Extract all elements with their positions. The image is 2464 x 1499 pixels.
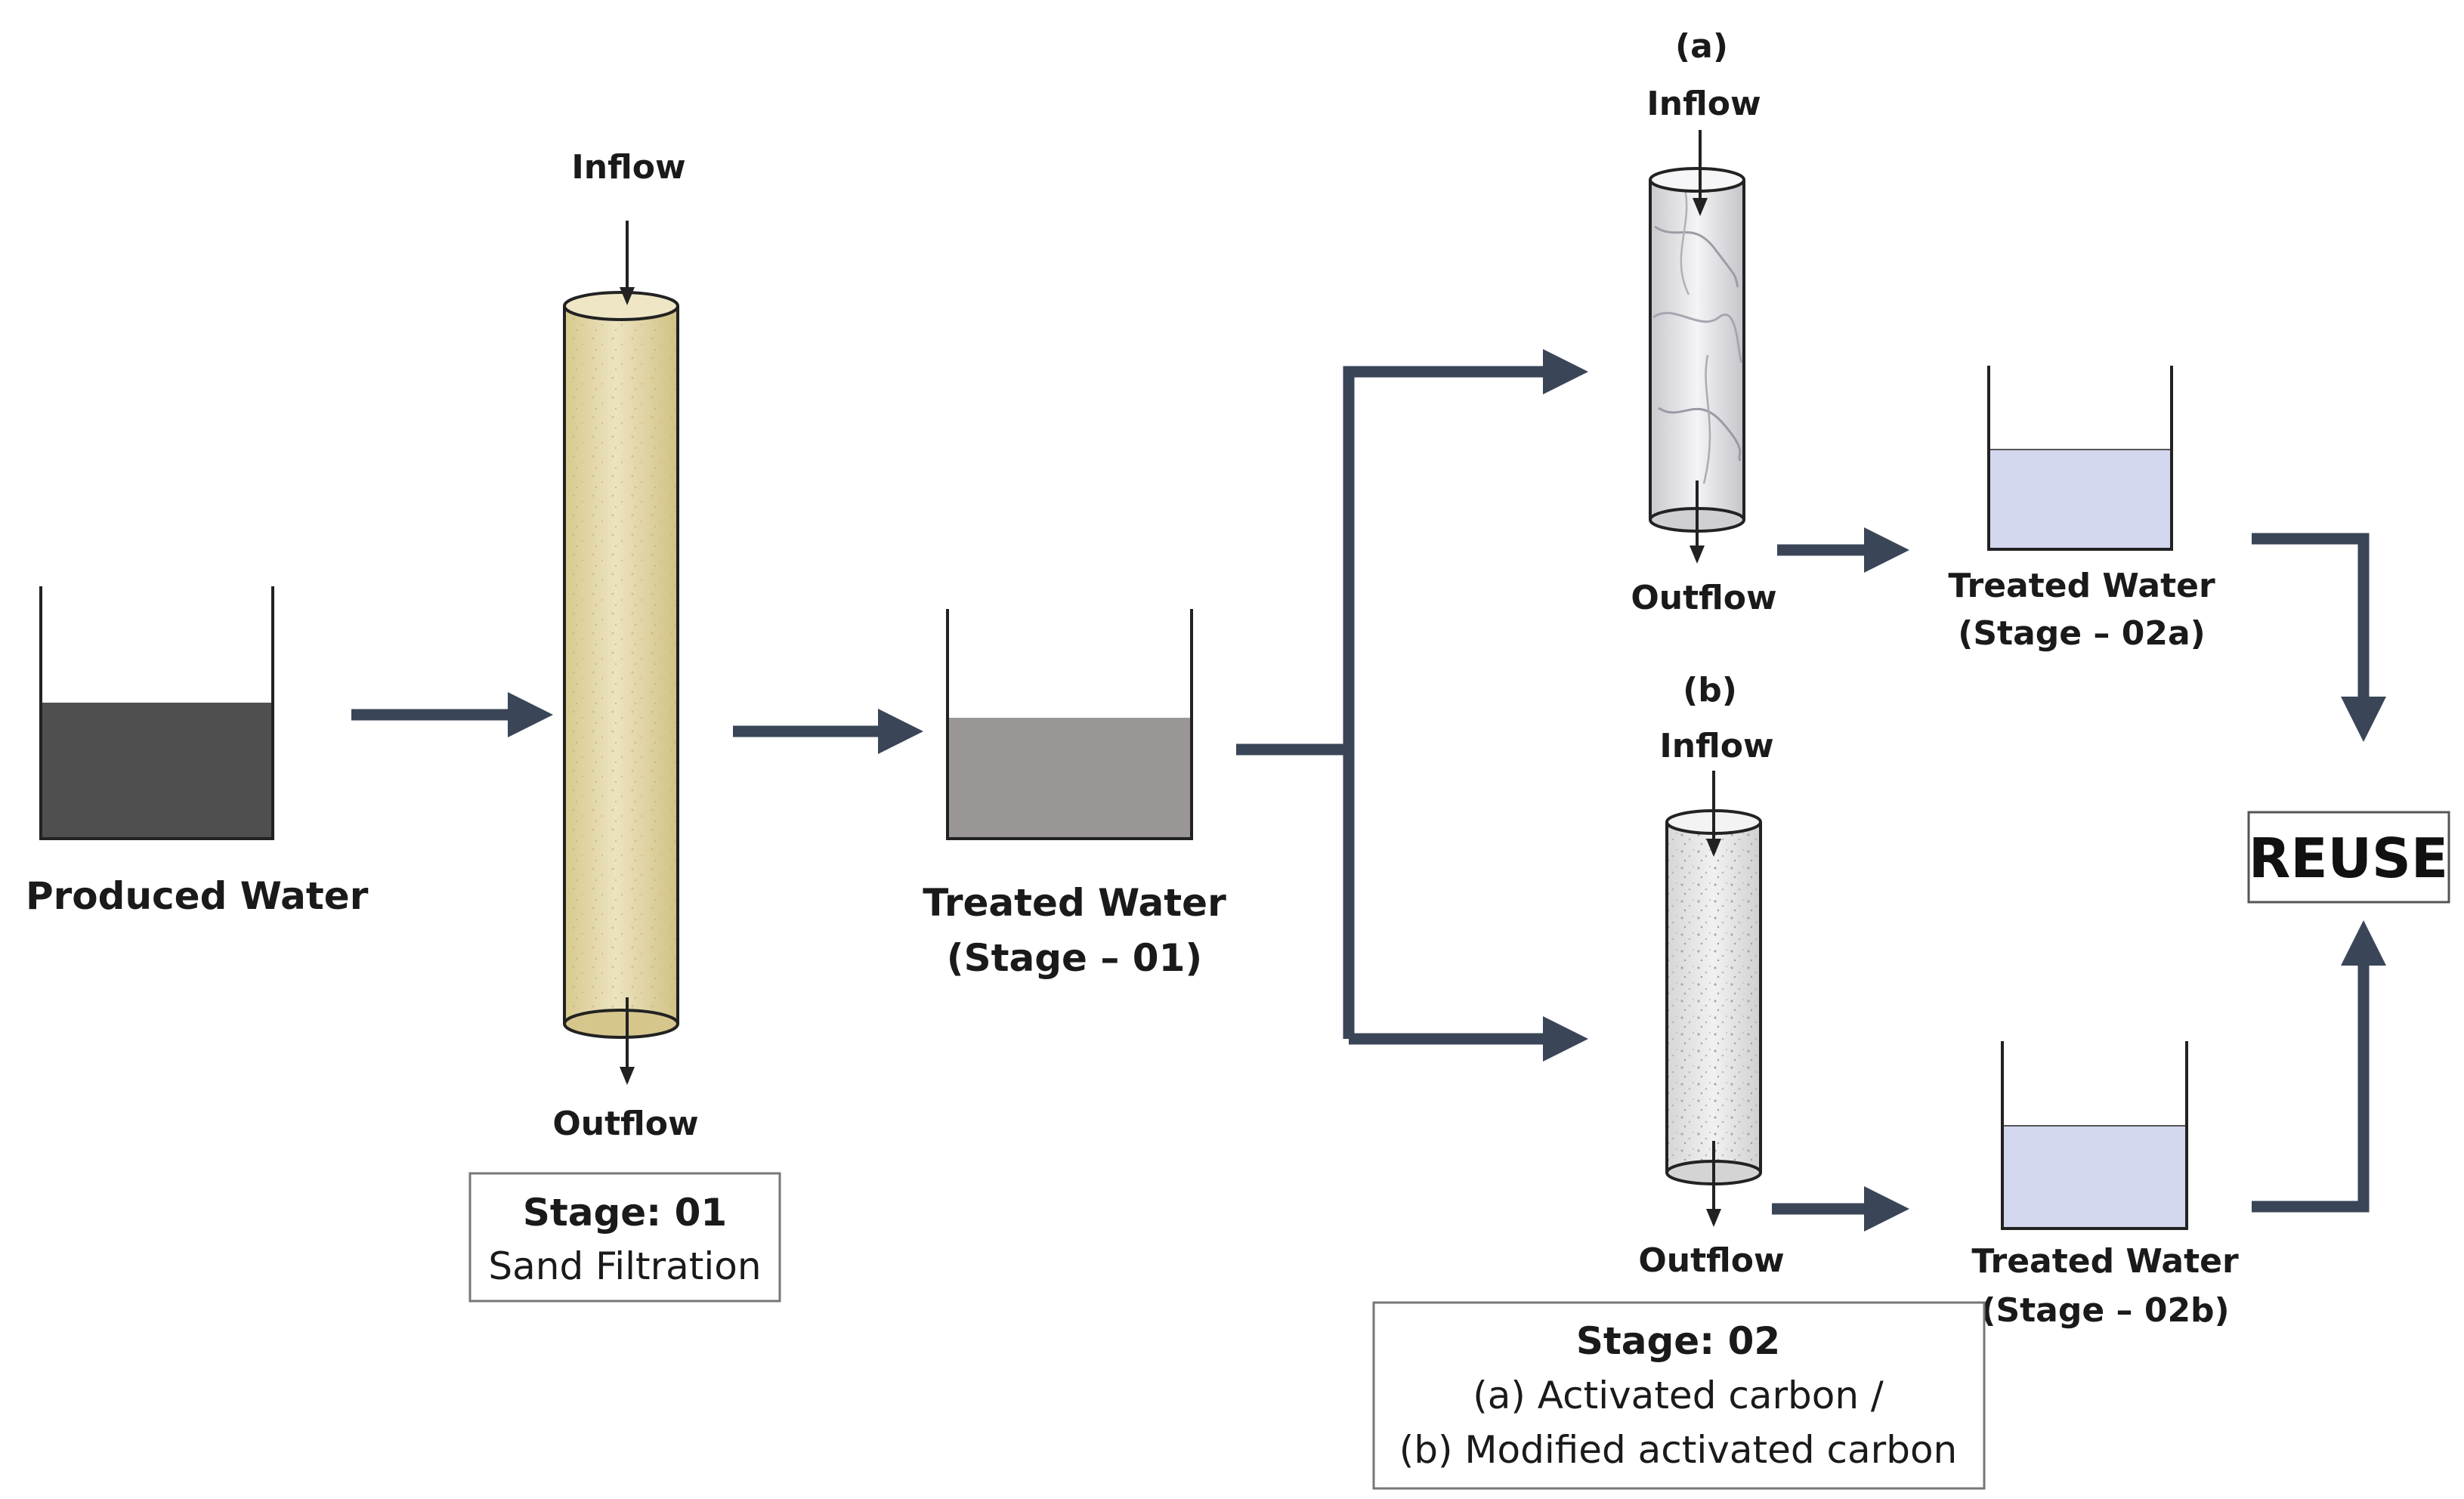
stage2b-inflow-label: Inflow <box>1659 727 1773 765</box>
treated-stage2a-label-line2: (Stage – 02a) <box>1958 614 2206 653</box>
stage1-box: Stage: 01 Sand Filtration <box>468 1172 781 1303</box>
reuse-label: REUSE <box>2249 827 2448 890</box>
stage1-box-title: Stage: 01 <box>523 1191 727 1235</box>
treated-stage1-label-line1: Treated Water <box>923 881 1226 925</box>
stage2-box: Stage: 02 (a) Activated carbon / (b) Mod… <box>1372 1301 1986 1490</box>
treated-water-stage2b-tank <box>2001 1041 2188 1230</box>
branch-arrow-to-2a <box>1343 349 1588 1039</box>
stage1-inflow-label: Inflow <box>571 148 685 187</box>
activated-carbon-column <box>1649 167 1745 533</box>
stage1-box-description: Sand Filtration <box>488 1244 761 1288</box>
stage2a-inflow-label: Inflow <box>1646 85 1761 123</box>
produced-water-tank <box>39 586 274 840</box>
flow-arrow-2b-to-reuse <box>2252 920 2386 1213</box>
stage2a-tag: (a) <box>1675 27 1728 66</box>
stage2-box-line1: (a) Activated carbon / <box>1473 1374 1884 1417</box>
treated-stage1-label-line2: (Stage – 01) <box>947 936 1202 980</box>
beaker-outline <box>39 586 274 840</box>
treated-stage2b-label-line2: (Stage – 02b) <box>1980 1291 2229 1330</box>
produced-water-fill <box>41 703 273 839</box>
stage2-box-line2: (b) Modified activated carbon <box>1399 1428 1957 1472</box>
stage2a-outflow-label: Outflow <box>1631 579 1776 617</box>
treated-water-stage1-tank <box>946 609 1193 840</box>
treated-stage2b-label-line1: Treated Water <box>1971 1242 2239 1281</box>
produced-water-label: Produced Water <box>26 874 369 918</box>
modified-carbon-column <box>1665 809 1762 1185</box>
sand-filter-column <box>563 291 679 1039</box>
treated-water-stage2a-tank <box>1987 366 2173 551</box>
stage2-box-title: Stage: 02 <box>1576 1319 1780 1363</box>
treated-stage1-fill <box>948 718 1192 839</box>
treated-stage2a-label-line1: Treated Water <box>1948 567 2215 605</box>
stage2b-tag: (b) <box>1683 671 1737 709</box>
reuse-box: REUSE <box>2247 811 2450 904</box>
flow-arrow-2a-to-reuse <box>2252 533 2386 742</box>
stage1-outflow-label: Outflow <box>552 1105 698 1143</box>
stage2b-outflow-label: Outflow <box>1638 1241 1784 1280</box>
